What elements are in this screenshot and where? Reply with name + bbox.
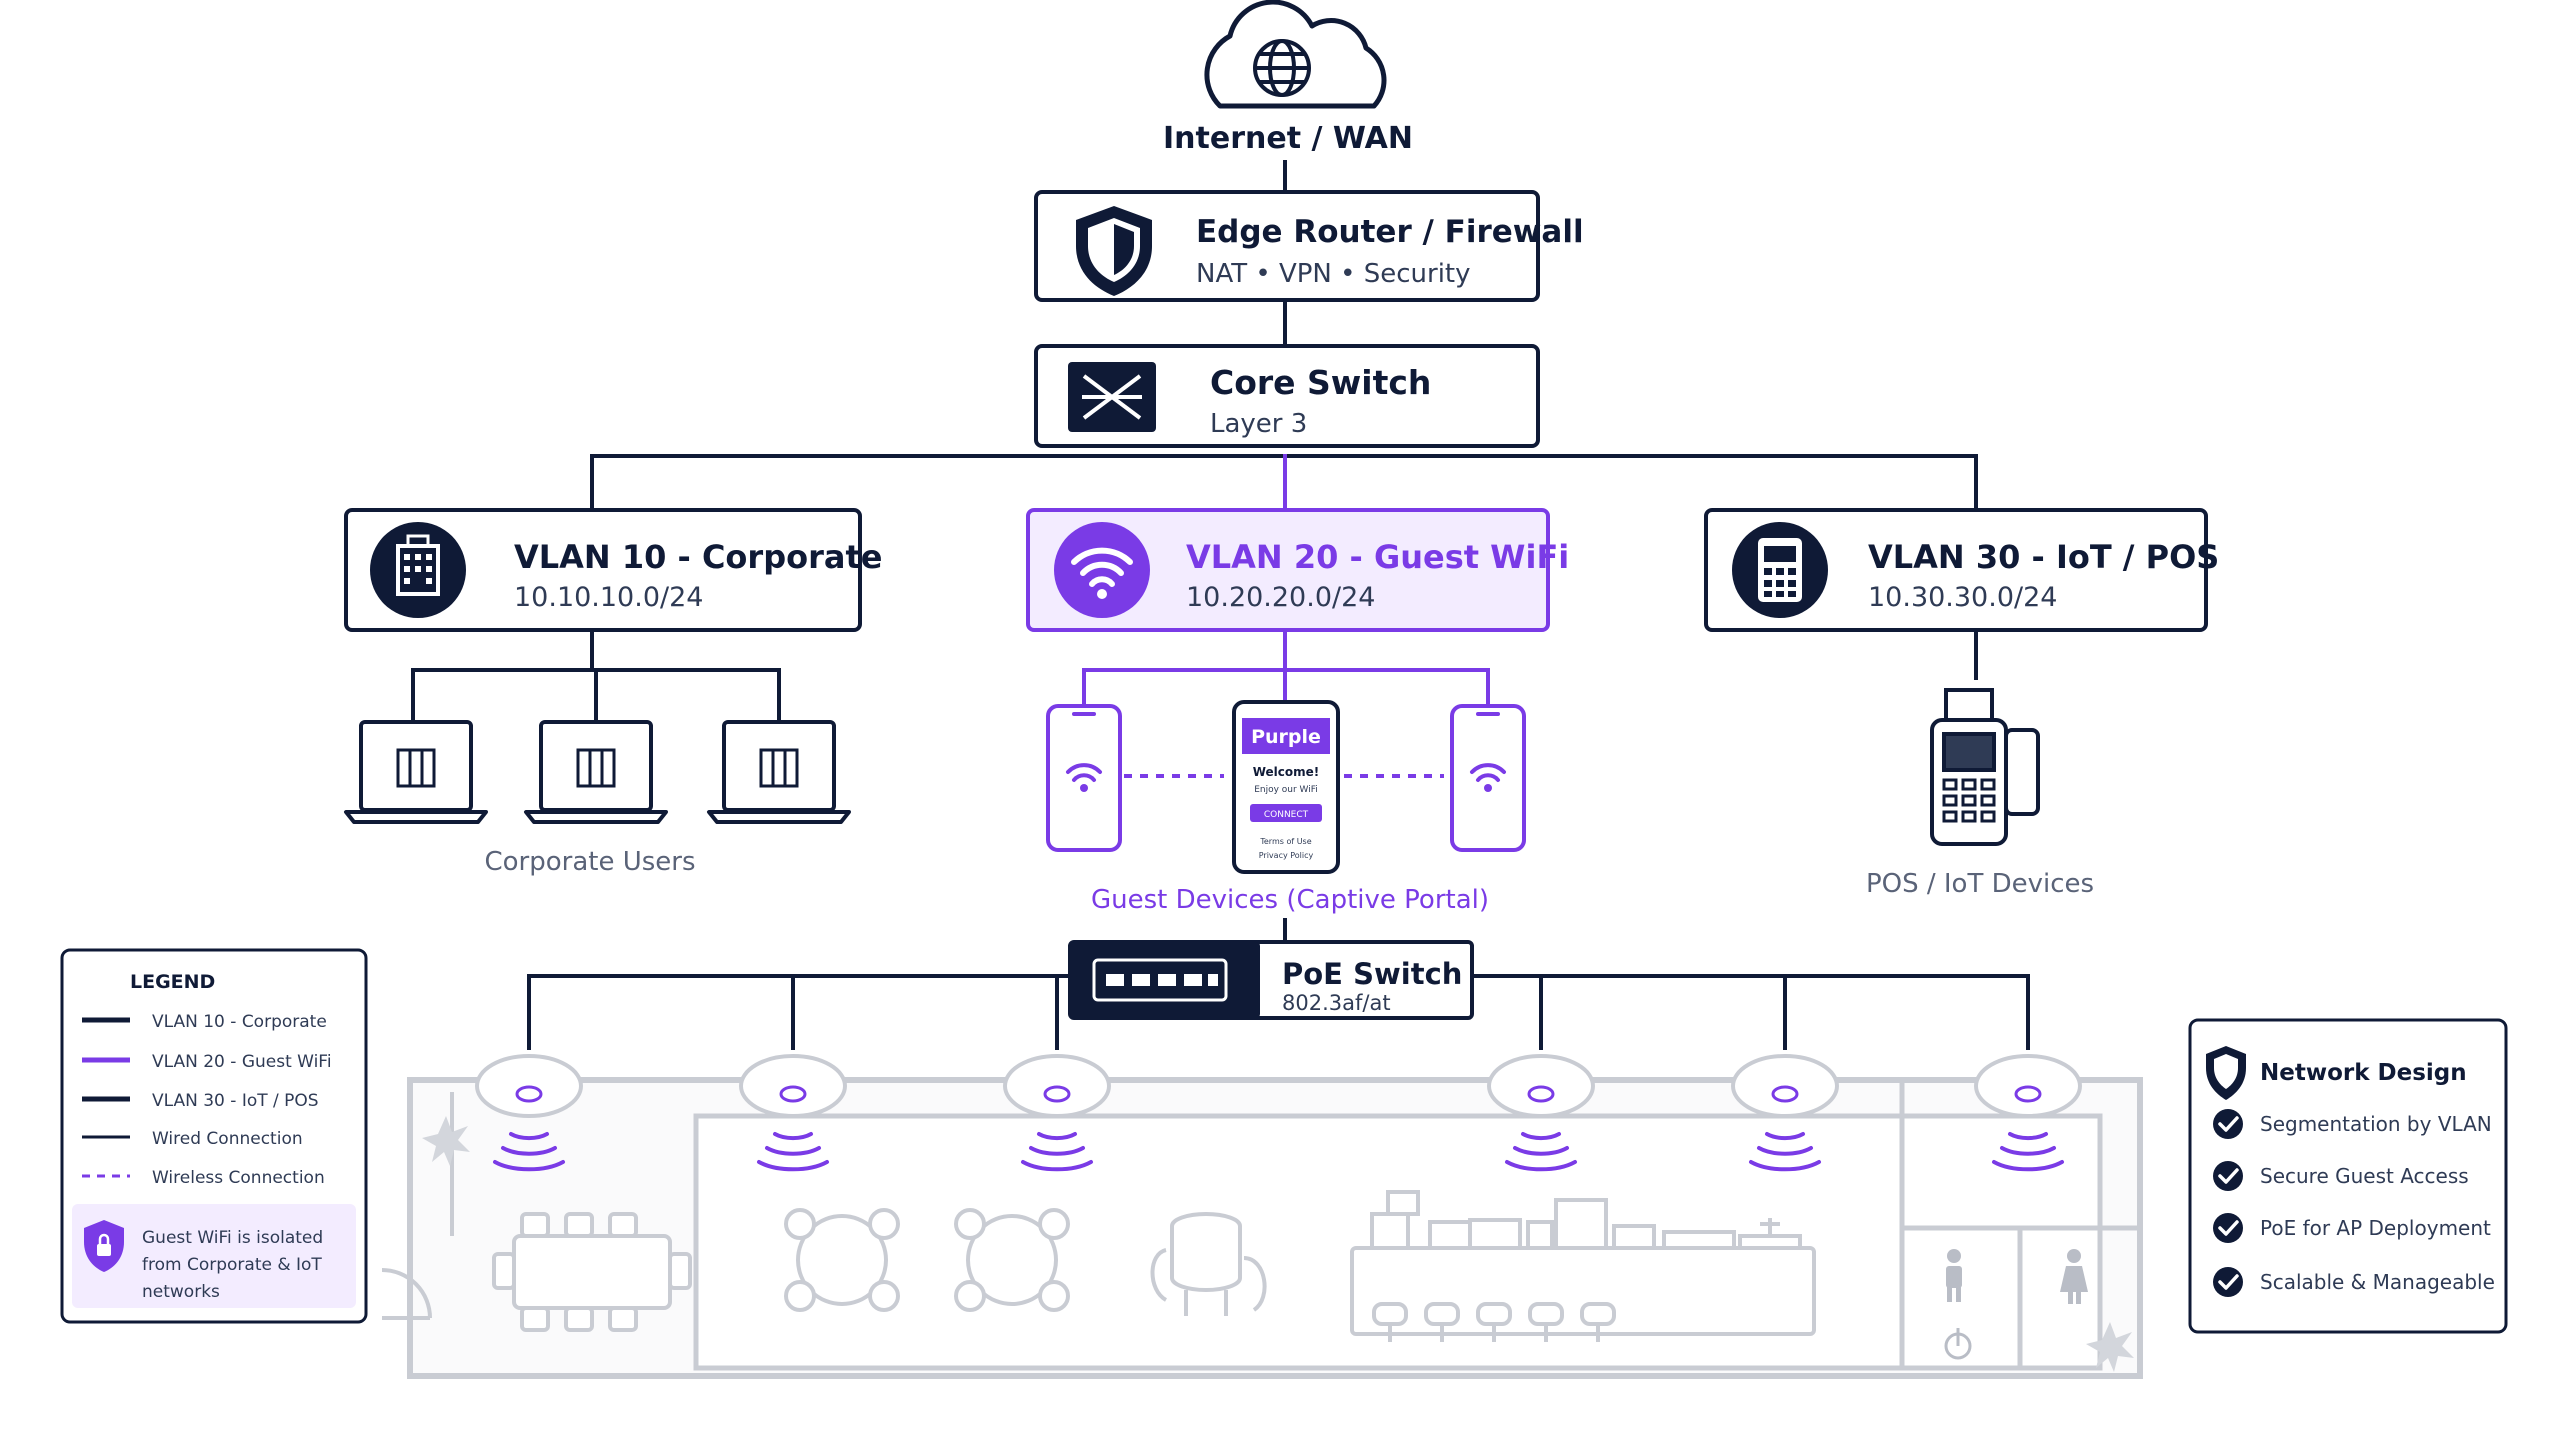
round-table — [954, 1208, 1070, 1312]
router-subtitle: NAT • VPN • Security — [1196, 259, 1471, 289]
portal-welcome: Welcome! — [1253, 765, 1320, 779]
poe-subtitle: 802.3af/at — [1282, 991, 1391, 1015]
lounge-chairs — [1150, 1212, 1267, 1316]
access-point-icon — [475, 1054, 583, 1172]
portal-privacy: Privacy Policy — [1259, 851, 1314, 860]
access-points — [475, 1054, 2082, 1172]
check-circle-icon — [2213, 1213, 2243, 1243]
meeting-table — [492, 1212, 692, 1332]
restroom-women-icon — [2060, 1249, 2088, 1304]
plant-icon — [422, 1116, 470, 1166]
bar-stools — [1372, 1302, 1616, 1342]
access-point-icon — [1487, 1054, 1595, 1172]
legend-title: LEGEND — [130, 971, 215, 993]
internet-label: Internet / WAN — [1163, 121, 1413, 156]
portal-terms: Terms of Use — [1259, 837, 1311, 846]
design-title: Network Design — [2260, 1060, 2467, 1086]
vlan-10-title: VLAN 10 - Corporate — [514, 538, 882, 576]
vlan-20-node: VLAN 20 - Guest WiFi 10.20.20.0/24 — [1026, 508, 1569, 632]
check-circle-icon — [2213, 1267, 2243, 1297]
corporate-laptops: Corporate Users — [344, 720, 851, 877]
access-point-icon — [1731, 1054, 1839, 1172]
access-point-icon — [1974, 1054, 2082, 1172]
access-point-icon — [739, 1054, 847, 1172]
portal-tagline: Enjoy our WiFi — [1254, 785, 1318, 795]
design-item-poe: PoE for AP Deployment — [2260, 1216, 2491, 1240]
captive-portal-phone: Purple Welcome! Enjoy our WiFi CONNECT T… — [1232, 700, 1340, 874]
poe-ports-icon — [1092, 958, 1228, 1002]
wifi-icon — [1054, 522, 1150, 618]
router-title: Edge Router / Firewall — [1196, 214, 1584, 250]
laptop-icon — [344, 720, 488, 824]
edge-router-node: Edge Router / Firewall NAT • VPN • Secur… — [1034, 190, 1584, 302]
portal-connect-button — [1250, 804, 1322, 822]
pos-terminal-icon — [1930, 688, 2040, 846]
lock-shield-icon — [84, 1220, 124, 1272]
poe-title: PoE Switch — [1282, 957, 1462, 991]
legend-note-line-2: from Corporate & IoT — [142, 1255, 322, 1275]
legend-note-line-1: Guest WiFi is isolated — [142, 1228, 323, 1248]
vlan-10-subnet: 10.10.10.0/24 — [514, 582, 703, 613]
pos-device: POS / IoT Devices — [1866, 688, 2094, 899]
core-title: Core Switch — [1210, 363, 1431, 402]
check-circle-icon — [2213, 1109, 2243, 1139]
shield-icon — [2206, 1046, 2246, 1100]
legend-item-vlan30: VLAN 30 - IoT / POS — [152, 1091, 319, 1111]
check-circle-icon — [2213, 1161, 2243, 1191]
portal-connect-label: CONNECT — [1264, 810, 1309, 820]
vlan-30-title: VLAN 30 - IoT / POS — [1868, 538, 2219, 576]
legend-item-wireless: Wireless Connection — [152, 1168, 325, 1188]
access-point-icon — [1003, 1054, 1111, 1172]
accessible-icon — [1944, 1328, 1972, 1360]
switch-arrows-icon — [1068, 362, 1156, 432]
round-table — [784, 1208, 900, 1312]
restroom-men-icon — [1946, 1249, 1962, 1302]
legend-note-line-3: networks — [142, 1282, 220, 1302]
guest-devices: Purple Welcome! Enjoy our WiFi CONNECT T… — [1046, 700, 1526, 915]
vlan-30-node: VLAN 30 - IoT / POS 10.30.30.0/24 — [1704, 508, 2219, 632]
vlan-30-subnet: 10.30.30.0/24 — [1868, 582, 2057, 613]
pos-devices-label: POS / IoT Devices — [1866, 869, 2094, 899]
building-icon — [370, 522, 466, 618]
floor-plan — [381, 1077, 2143, 1379]
laptop-icon — [707, 720, 851, 824]
legend: LEGEND VLAN 10 - Corporate VLAN 20 - Gue… — [60, 948, 368, 1324]
shield-icon — [1076, 206, 1152, 296]
legend-item-vlan20: VLAN 20 - Guest WiFi — [152, 1052, 332, 1072]
vlan-20-title: VLAN 20 - Guest WiFi — [1186, 538, 1569, 576]
laptop-icon — [524, 720, 668, 824]
guest-devices-label: Guest Devices (Captive Portal) — [1091, 885, 1489, 915]
design-item-secure-guest: Secure Guest Access — [2260, 1164, 2469, 1188]
design-item-segmentation: Segmentation by VLAN — [2260, 1112, 2492, 1136]
pos-terminal-icon — [1732, 522, 1828, 618]
core-switch-node: Core Switch Layer 3 — [1034, 344, 1540, 448]
core-subtitle: Layer 3 — [1210, 409, 1307, 439]
plant-icon — [2086, 1322, 2134, 1372]
vlan-20-subnet: 10.20.20.0/24 — [1186, 582, 1375, 613]
internet-node: Internet / WAN — [1163, 0, 1413, 156]
phone-icon — [1046, 704, 1122, 852]
corporate-users-label: Corporate Users — [484, 847, 695, 877]
phone-icon — [1450, 704, 1526, 852]
poe-switch-node: PoE Switch 802.3af/at — [1068, 940, 1474, 1020]
globe-icon — [1253, 39, 1311, 97]
bar-counter — [1350, 1190, 1816, 1336]
legend-item-wired: Wired Connection — [152, 1129, 303, 1149]
legend-item-vlan10: VLAN 10 - Corporate — [152, 1012, 327, 1032]
guest-links — [1082, 454, 1490, 706]
portal-brand: Purple — [1251, 726, 1321, 748]
design-item-scalable: Scalable & Manageable — [2260, 1270, 2495, 1294]
network-design-panel: Network Design Segmentation by VLAN Secu… — [2188, 1018, 2508, 1334]
vlan-10-node: VLAN 10 - Corporate 10.10.10.0/24 — [344, 508, 882, 632]
